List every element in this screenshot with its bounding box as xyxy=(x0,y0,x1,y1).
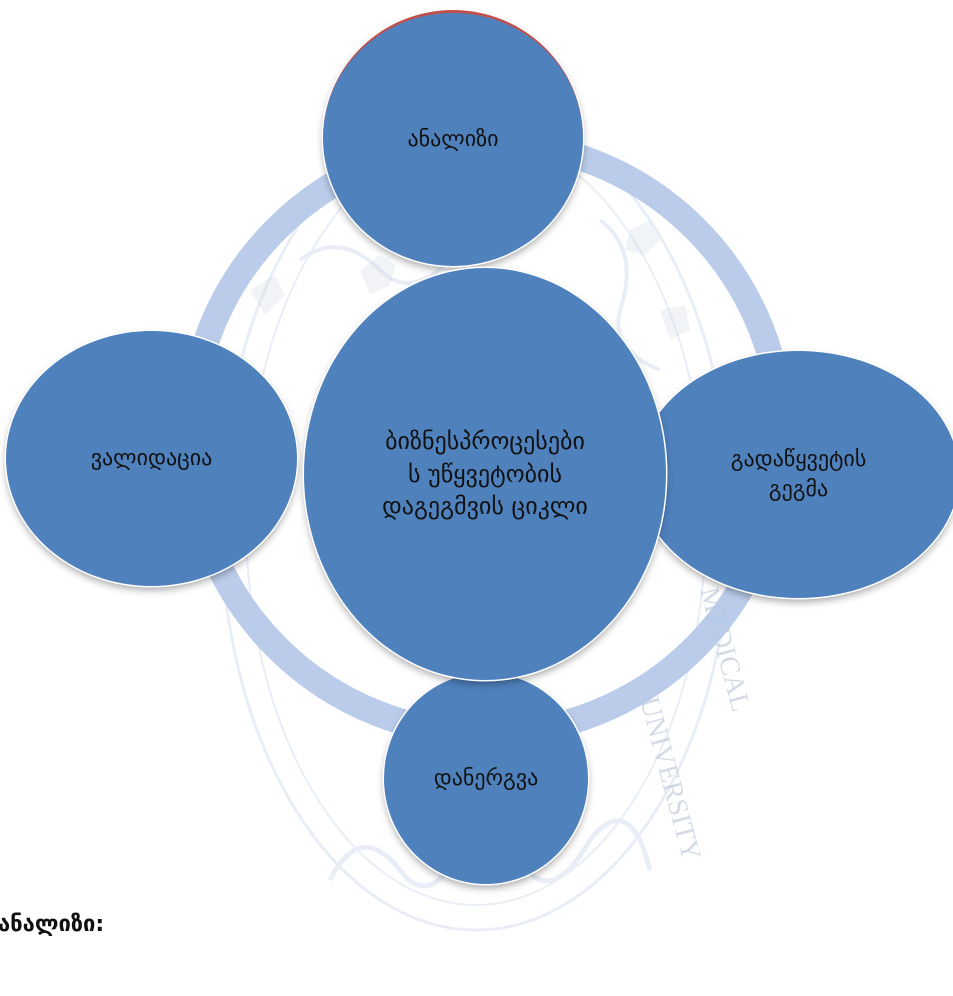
section-heading: ანალიზი: xyxy=(0,912,105,937)
node-validation-label: ვალიდაცია xyxy=(90,445,213,471)
node-validation: ვალიდაცია xyxy=(6,331,297,586)
node-analysis-label: ანალიზი xyxy=(407,126,499,152)
node-solution-plan: გადაწყვეტის გეგმა xyxy=(638,351,953,598)
node-solution-plan-label: გადაწყვეტის გეგმა xyxy=(730,446,867,502)
node-analysis: ანალიზი xyxy=(323,10,583,266)
node-center-cycle-label: ბიზნესპროცესები ს უწყვეტობის დაგეგმვის ც… xyxy=(382,427,588,521)
node-implementation: დანერგვა xyxy=(384,673,588,884)
node-implementation-label: დანერგვა xyxy=(433,765,539,791)
node-center-cycle: ბიზნესპროცესები ს უწყვეტობის დაგეგმვის ც… xyxy=(304,268,666,680)
